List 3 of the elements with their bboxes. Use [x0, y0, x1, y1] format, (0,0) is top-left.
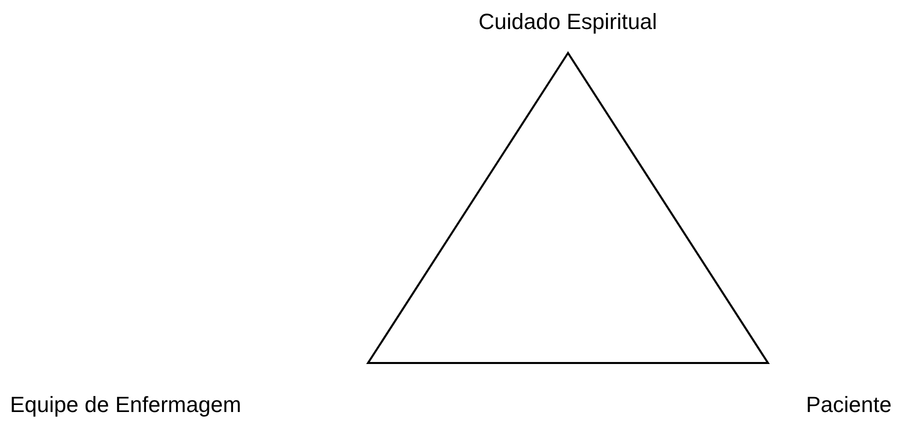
vertex-label: Paciente: [806, 392, 892, 418]
vertex-label: Equipe de Enfermagem: [10, 392, 242, 418]
vertex-label: Cuidado Espiritual: [478, 9, 658, 35]
